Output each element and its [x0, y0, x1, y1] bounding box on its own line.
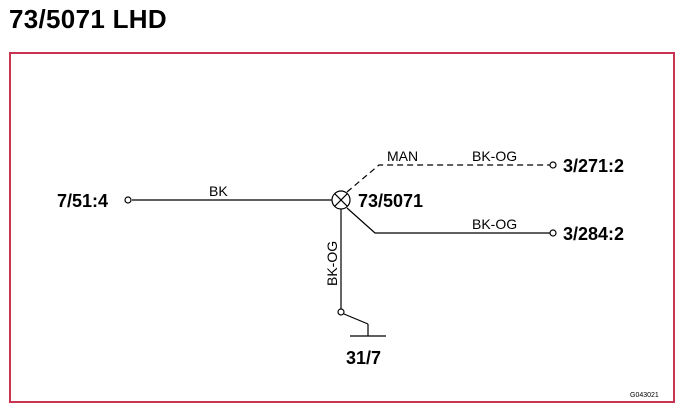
- component-label: 73/5071: [358, 191, 423, 211]
- terminal-upper: [549, 161, 557, 169]
- connector-upper-label: 3/271:2: [563, 156, 624, 176]
- wire-lower-color: BK-OG: [472, 216, 517, 232]
- lamp-icon: [331, 190, 351, 210]
- man-label: MAN: [387, 148, 418, 164]
- wire-upper-color: BK-OG: [472, 148, 517, 164]
- wire-upper-dashed: [346, 164, 550, 193]
- wire-lower: [346, 207, 550, 234]
- wire-left-color: BK: [209, 183, 228, 199]
- connector-left-label: 7/51:4: [57, 191, 108, 211]
- terminal-lower: [549, 229, 557, 237]
- connector-ground-label: 31/7: [346, 348, 381, 368]
- wire-ground-color: BK-OG: [324, 241, 340, 286]
- diagram-frame: [9, 52, 675, 403]
- terminal-left: [124, 196, 132, 204]
- figure-id: G043021: [630, 392, 659, 399]
- page-title: 73/5071 LHD: [9, 4, 167, 34]
- ground-icon: [343, 313, 386, 337]
- connector-lower-label: 3/284:2: [563, 224, 624, 244]
- terminal-ground: [337, 308, 345, 316]
